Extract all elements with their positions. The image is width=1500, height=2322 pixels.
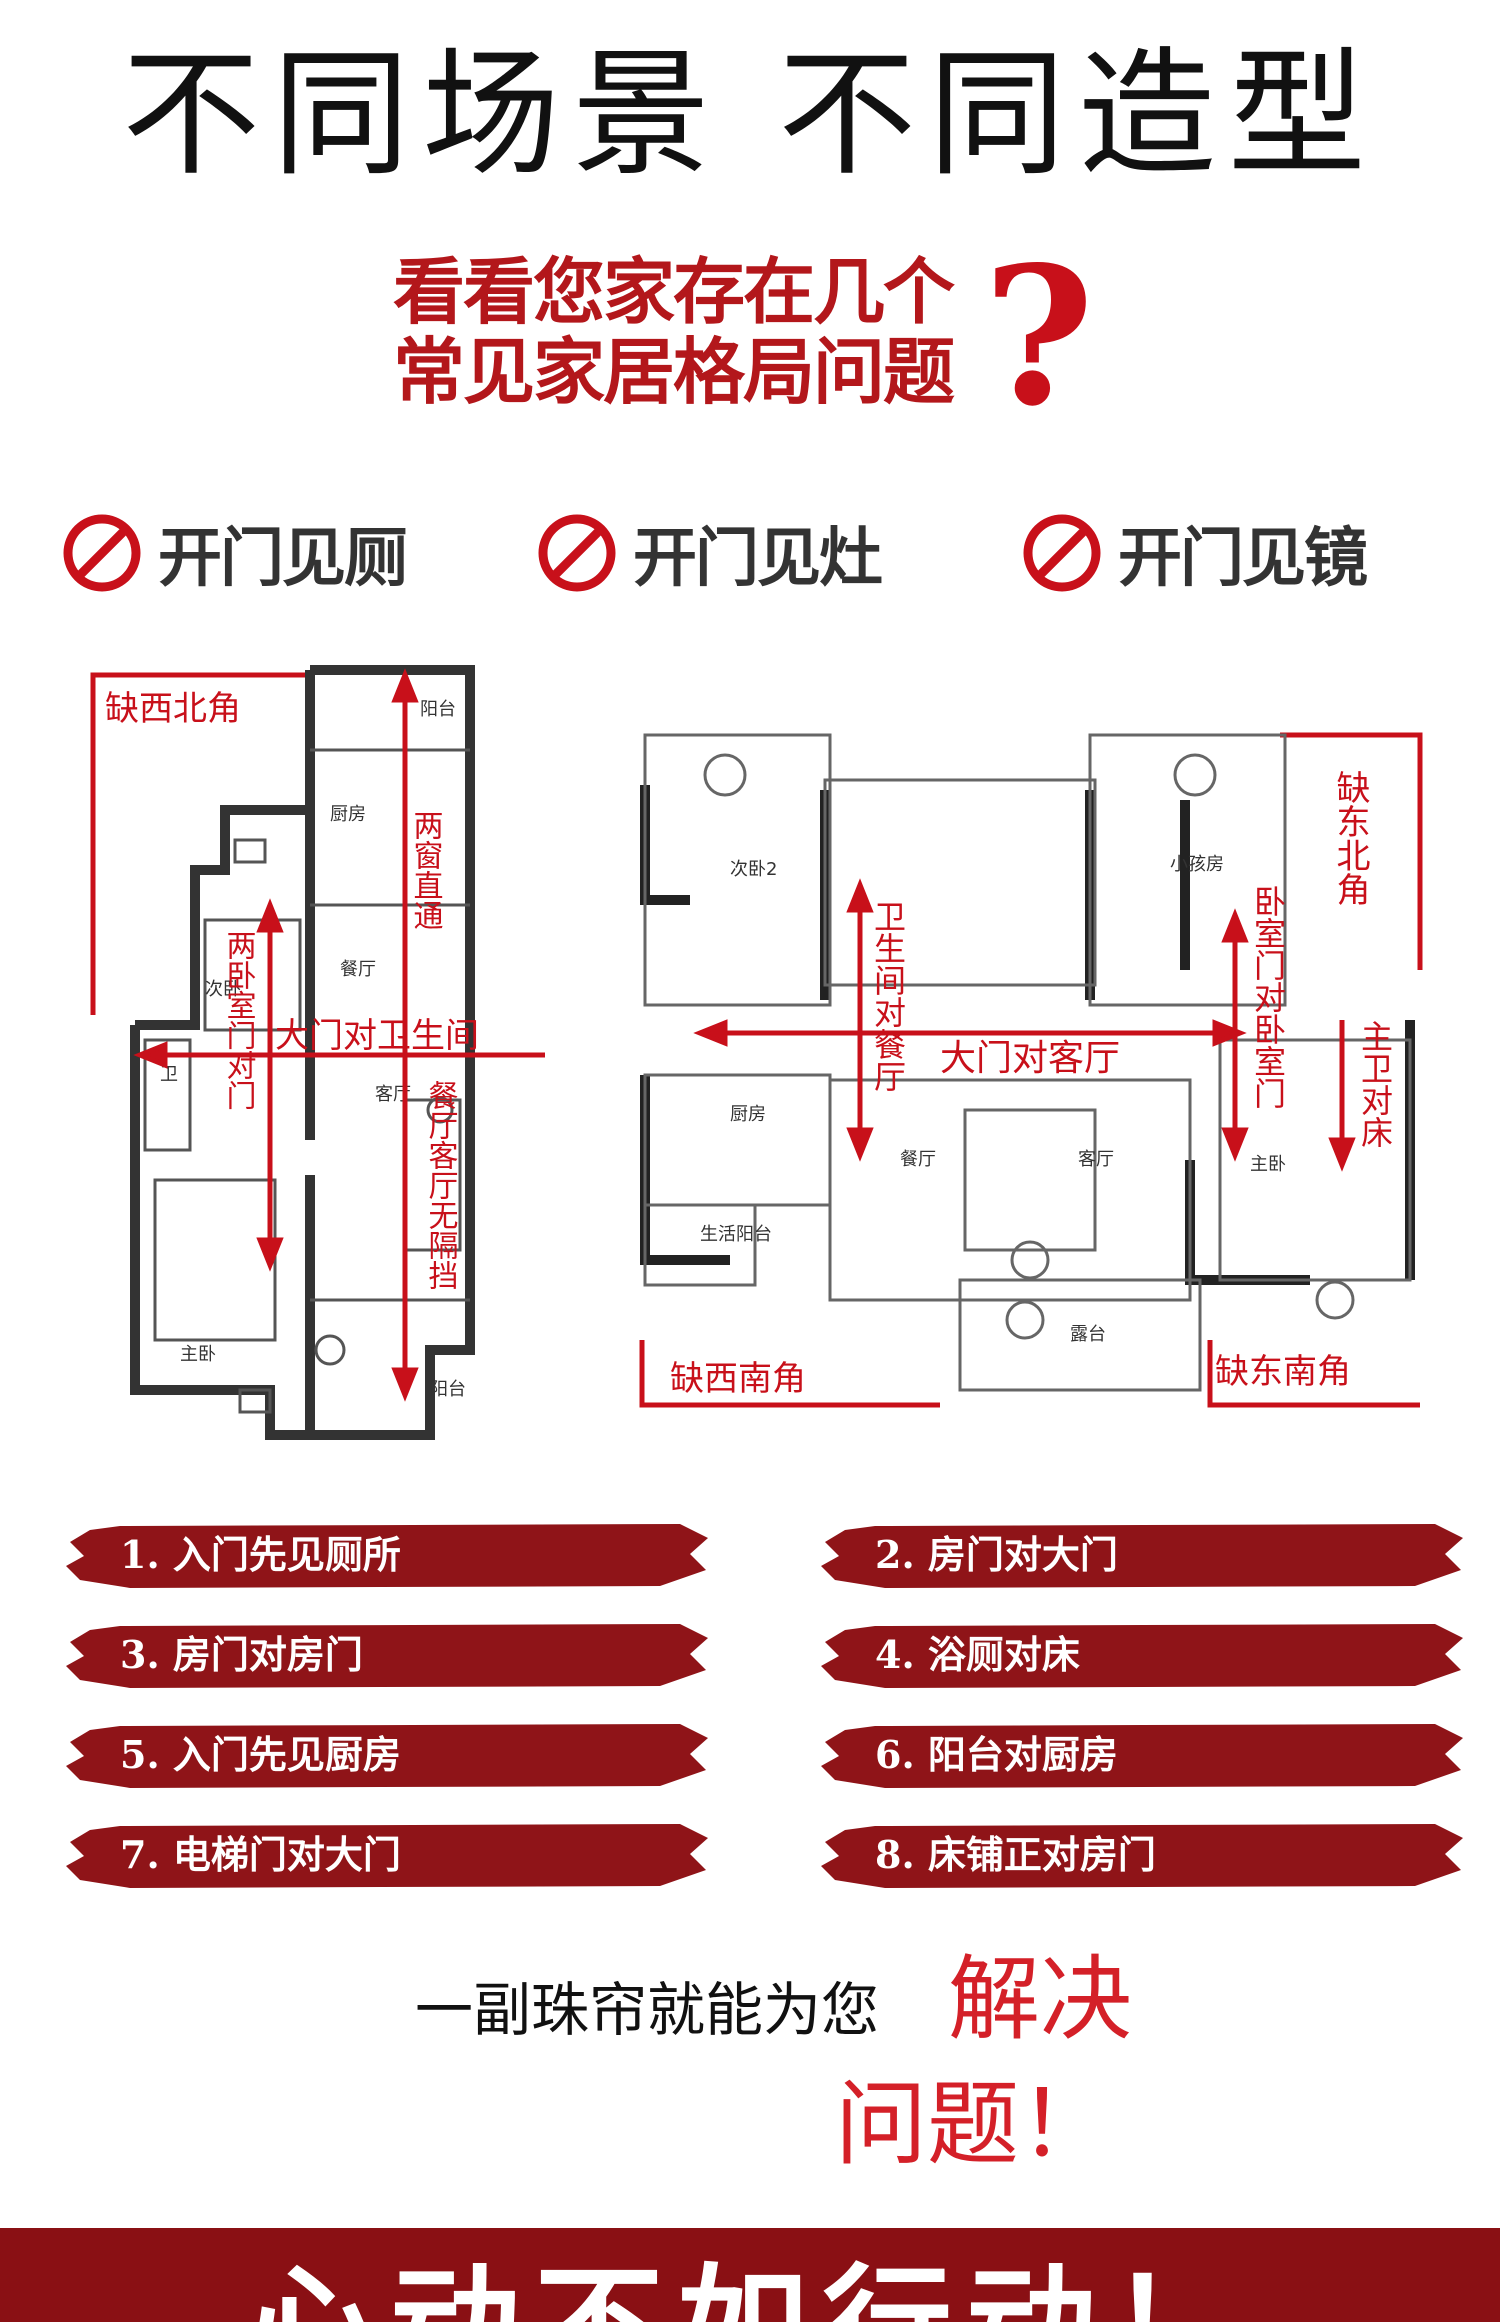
missing-corner-label: 缺西南角	[670, 1359, 806, 1399]
room-label: 主卧	[180, 1344, 216, 1365]
brush-stroke	[66, 1724, 708, 1788]
ban-label: 开门见灶	[633, 522, 883, 596]
problem-label: 5. 入门先见厨房	[120, 1732, 401, 1777]
brush-stroke	[821, 1624, 1463, 1688]
page-title: 不同场景 不同造型	[122, 34, 1378, 195]
problem-label: 3. 房门对房门	[120, 1632, 363, 1677]
ban-item-mirror: 开门见镜	[1020, 508, 1368, 598]
problem-label: 7. 电梯门对大门	[120, 1832, 401, 1877]
problem-item: 4. 浴厕对床	[815, 1620, 1465, 1690]
problem-item: 8. 床铺正对房门	[815, 1820, 1465, 1890]
problem-item: 7. 电梯门对大门	[60, 1820, 710, 1890]
annotation-bath-dining: 卫生间对餐厅	[869, 900, 907, 1092]
slogan-highlight: 问题！	[835, 2071, 1112, 2178]
slogan-highlight: 解决	[948, 1946, 1133, 2053]
problem-item: 1. 入门先见厕所	[60, 1520, 710, 1590]
room-label: 客厅	[1078, 1149, 1114, 1170]
brush-stroke	[66, 1824, 708, 1888]
direction-arrows	[693, 878, 1356, 1172]
brush-stroke	[821, 1524, 1463, 1588]
room-label: 小孩房	[1170, 854, 1224, 875]
brush-stroke	[821, 1724, 1463, 1788]
room-label: 阳台	[420, 699, 456, 720]
problem-label: 1. 入门先见厕所	[120, 1532, 401, 1577]
annotation-bedroom-doors: 两卧室门对门	[221, 930, 256, 1110]
ban-item-stove: 开门见灶	[535, 508, 883, 598]
room-label: 生活阳台	[700, 1224, 772, 1245]
problem-label: 2. 房门对大门	[875, 1532, 1118, 1577]
question-mark: ?	[983, 225, 1095, 448]
prohibition-icon	[538, 514, 616, 592]
room-label: 厨房	[730, 1104, 766, 1125]
room-label: 阳台	[430, 1379, 466, 1400]
room-label: 主卧	[1250, 1154, 1286, 1175]
prohibition-icon	[1023, 514, 1101, 592]
ban-item-toilet: 开门见厕	[60, 508, 408, 598]
annotation-two-windows: 两窗直通	[408, 810, 443, 930]
room-label: 餐厅	[340, 959, 376, 980]
brush-stroke	[66, 1524, 708, 1588]
room-label: 卫	[160, 1064, 178, 1085]
direction-arrows	[133, 668, 545, 1402]
problem-item: 6. 阳台对厨房	[815, 1720, 1465, 1790]
missing-corner-label: 缺东南角	[1215, 1352, 1351, 1392]
missing-corner-outlines	[639, 732, 1423, 1408]
problem-item: 3. 房门对房门	[60, 1620, 710, 1690]
interior-lines	[143, 748, 470, 1414]
ban-label: 开门见厕	[158, 522, 408, 596]
problem-label: 6. 阳台对厨房	[875, 1732, 1118, 1777]
interior-lines	[643, 733, 1412, 1392]
prohibition-icon	[63, 514, 141, 592]
annotation-dining-living: 餐厅客厅无隔挡	[423, 1080, 459, 1290]
floor-plan-right: 次卧2 小孩房 厨房 生活阳台 餐厅 客厅 露台 主卧 缺东北角 缺西南角 缺东…	[639, 732, 1423, 1408]
question-line-1: 看看您家存在几个	[393, 250, 955, 334]
question-line-2: 常见家居格局问题	[393, 330, 955, 414]
missing-corner-label: 缺西北角	[105, 689, 241, 729]
missing-corner-label: 缺东北角	[1330, 770, 1370, 906]
brush-stroke	[821, 1824, 1463, 1888]
slogan-text: 一副珠帘就能为您	[415, 1976, 880, 2044]
missing-corner-outline	[90, 672, 305, 1015]
banner-text: 心动不如行动！	[0, 2252, 1500, 2322]
room-label: 次卧	[205, 979, 241, 1000]
annotation-door-living: 大门对客厅	[940, 1038, 1120, 1079]
bottom-banner: 心动不如行动！	[0, 2228, 1500, 2322]
annotation-master-bath-bed: 主卫对床	[1356, 1020, 1394, 1148]
problem-label: 8. 床铺正对房门	[875, 1832, 1156, 1877]
room-label: 客厅	[375, 1084, 411, 1105]
ban-label: 开门见镜	[1118, 522, 1368, 596]
room-label: 次卧2	[730, 859, 777, 880]
room-label: 餐厅	[900, 1149, 936, 1170]
brush-stroke	[66, 1624, 708, 1688]
annotation-door-bathroom: 大门对卫生间	[275, 1016, 479, 1056]
question-block: 看看您家存在几个 常见家居格局问题 ?	[393, 242, 1113, 432]
room-label: 露台	[1070, 1324, 1106, 1345]
problem-label: 4. 浴厕对床	[875, 1632, 1080, 1677]
problem-item: 2. 房门对大门	[815, 1520, 1465, 1590]
floor-plan-left: 阳台 厨房 餐厅 次卧 卫 客厅 主卧 阳台 缺西北角 两窗直通 两卧室门对门 …	[90, 665, 545, 1440]
problem-item: 5. 入门先见厨房	[60, 1720, 710, 1790]
annotation-bedroom-doors: 卧室门对卧室门	[1249, 885, 1287, 1109]
room-label: 厨房	[330, 804, 366, 825]
